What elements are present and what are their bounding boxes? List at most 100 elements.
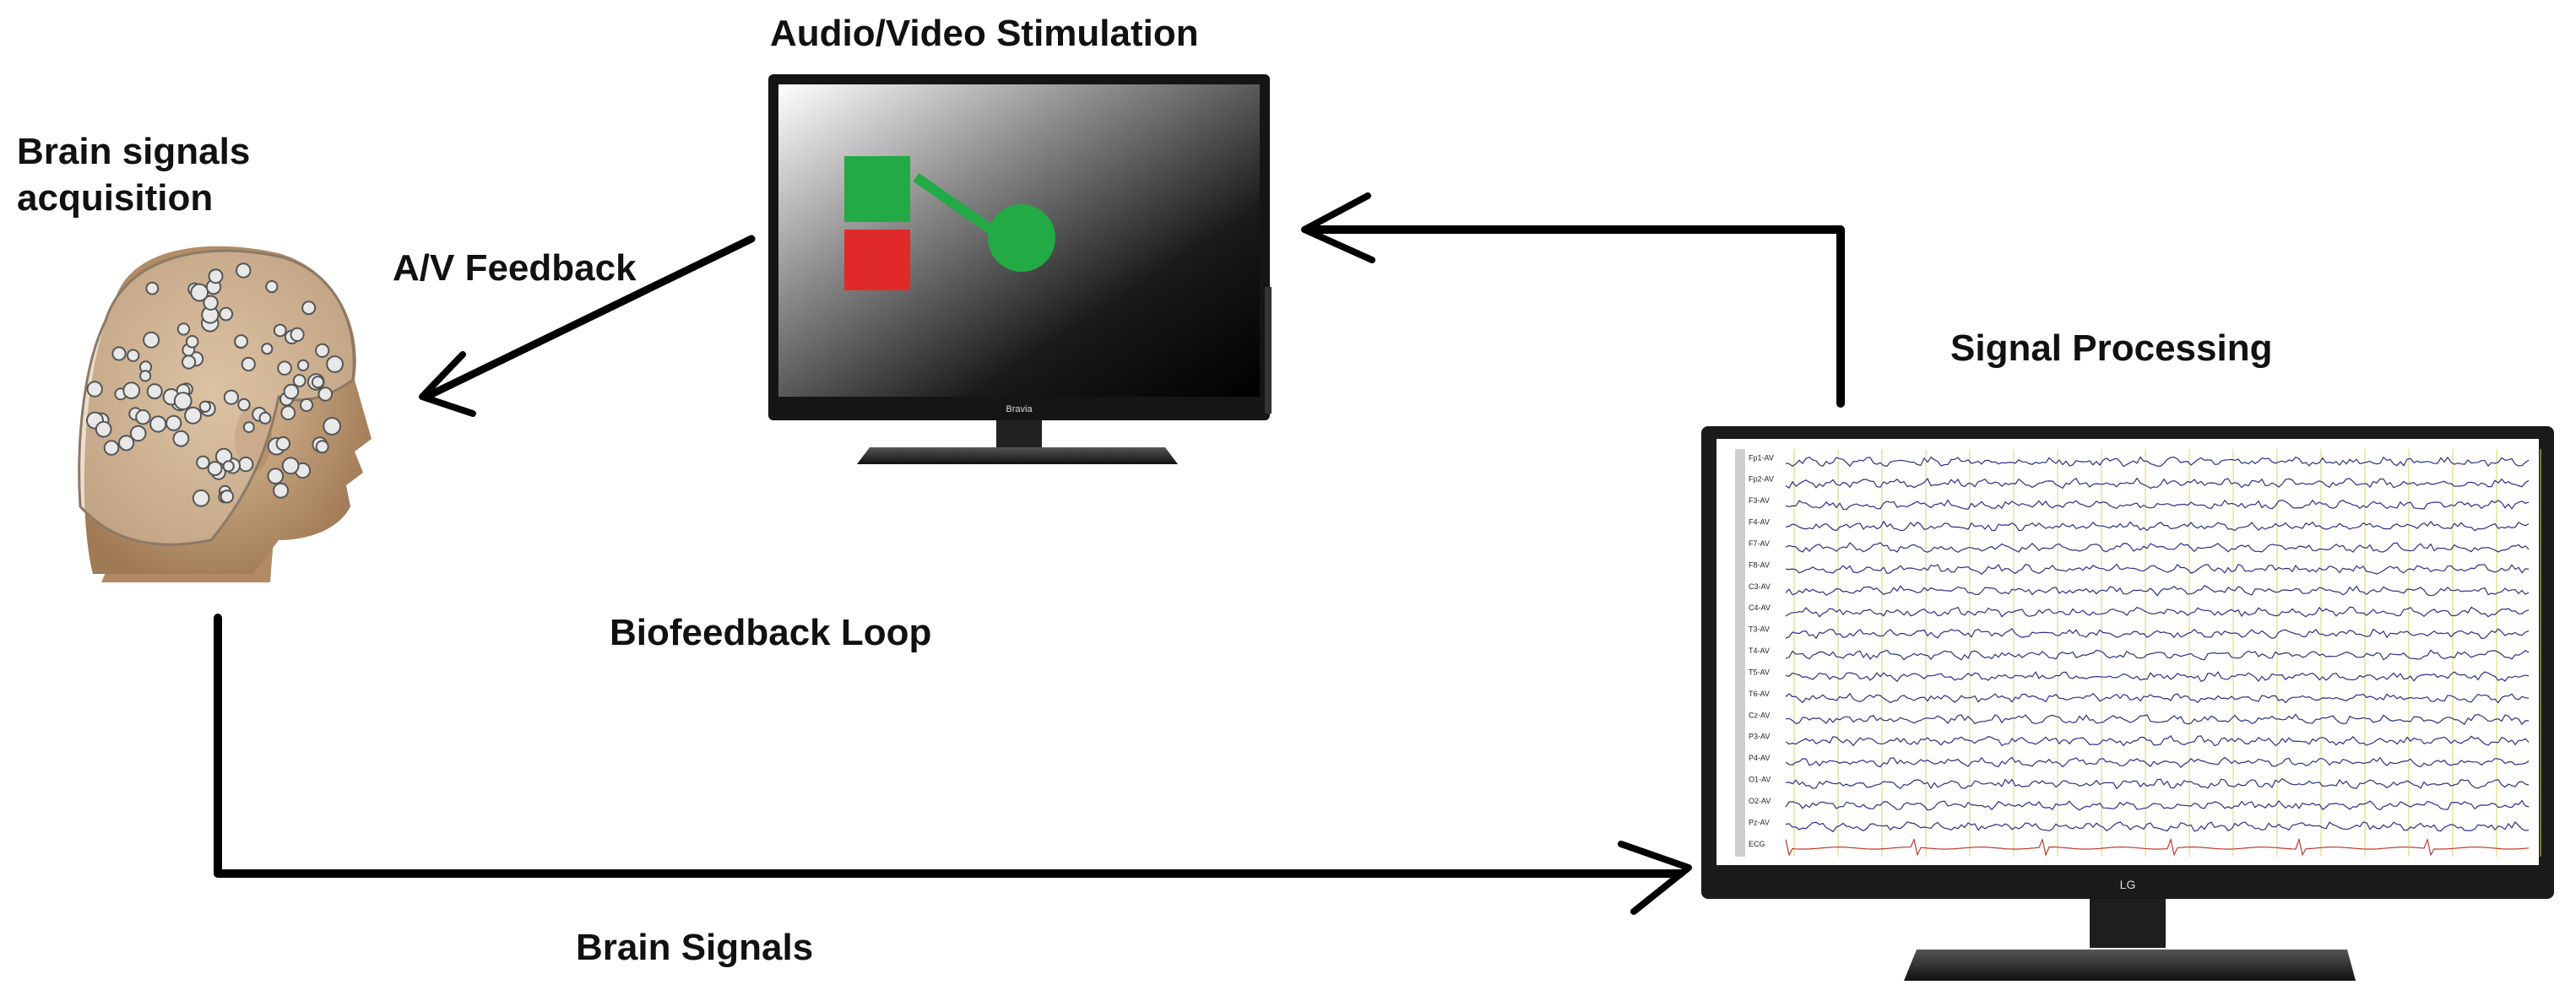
eeg-trace xyxy=(1785,649,2530,661)
electrode xyxy=(326,355,344,373)
electrode xyxy=(118,435,135,452)
electrode xyxy=(261,343,274,355)
flow-arrows xyxy=(214,192,1845,915)
eeg-channel-label: O1-AV xyxy=(1749,776,1771,784)
eeg-channel-label: O2-AV xyxy=(1749,797,1771,805)
electrode xyxy=(145,281,160,295)
eeg-trace xyxy=(1785,542,2530,553)
eeg-trace xyxy=(1785,456,2530,468)
brain-signals-arrow xyxy=(214,614,1684,878)
eeg-channel-label: T3-AV xyxy=(1749,625,1770,634)
av-feedback-arrowhead xyxy=(419,351,476,417)
eeg-trace xyxy=(1785,606,2530,618)
eeg-trace xyxy=(1785,477,2530,490)
processing-to-stimulation-arrow xyxy=(1309,225,1845,408)
electrode xyxy=(315,343,330,358)
eeg-trace xyxy=(1785,777,2530,790)
eeg-channel-label: T4-AV xyxy=(1749,647,1770,655)
eeg-channel-label: F8-AV xyxy=(1749,560,1770,569)
electrode xyxy=(129,425,147,442)
signal-processing-label: Signal Processing xyxy=(1950,327,2273,369)
electrode xyxy=(237,398,251,412)
electrode xyxy=(184,406,203,425)
acquisition-label-line1: Brain signals xyxy=(17,131,251,172)
electrode xyxy=(219,306,234,322)
electrode xyxy=(196,455,210,470)
electrode xyxy=(146,383,163,400)
electrode xyxy=(190,283,209,302)
electrode xyxy=(192,489,210,507)
electrode xyxy=(222,460,235,473)
eeg-cap-head-illustration xyxy=(78,246,371,582)
eeg-trace xyxy=(1785,837,2530,857)
eeg-trace xyxy=(1785,627,2530,640)
eeg-trace xyxy=(1785,735,2530,747)
electrode xyxy=(297,359,310,371)
electrode xyxy=(95,420,112,438)
eeg-channel-label: Pz-AV xyxy=(1749,818,1770,826)
electrode xyxy=(223,389,239,405)
electrode xyxy=(173,392,193,411)
electrode xyxy=(315,440,329,454)
eeg-channel-label: Cz-AV xyxy=(1749,711,1770,719)
electrode xyxy=(207,461,223,477)
electrode xyxy=(258,411,272,425)
stimulus-red-square xyxy=(844,230,910,290)
eeg-trace xyxy=(1785,520,2530,532)
tv-stand-base xyxy=(857,447,1178,464)
electrode xyxy=(323,417,342,436)
brain-signals-label: Brain Signals xyxy=(576,927,814,968)
electrode xyxy=(208,268,224,284)
eeg-traces: Fp1-AVFp2-AVF3-AVF4-AVF7-AVF8-AVC3-AVC4-… xyxy=(1735,449,2541,857)
electrode xyxy=(139,370,152,382)
stimulus-green-square xyxy=(844,156,910,222)
electrode xyxy=(301,300,317,316)
electrode xyxy=(242,421,255,434)
stimulation-tv: Bravia xyxy=(768,74,1272,464)
electrode xyxy=(111,346,127,361)
electrode xyxy=(172,430,190,447)
eeg-trace xyxy=(1785,799,2530,811)
tv-brand-logo: Bravia xyxy=(1006,404,1033,414)
electrode xyxy=(277,360,292,376)
electrode xyxy=(267,468,285,484)
electrode xyxy=(292,374,306,387)
electrode xyxy=(165,414,182,431)
eeg-channel-label: P3-AV xyxy=(1749,733,1770,741)
eeg-channel-label: Fp2-AV xyxy=(1749,475,1774,484)
electrode xyxy=(234,334,249,349)
electrode xyxy=(198,400,212,413)
electrode xyxy=(182,354,197,370)
eeg-ruler xyxy=(1735,449,1745,857)
electrode xyxy=(236,262,252,279)
eeg-trace xyxy=(1785,692,2530,704)
eeg-channel-label: F3-AV xyxy=(1749,496,1770,505)
eeg-channel-label: Fp1-AV xyxy=(1749,453,1774,462)
av-feedback-arrow xyxy=(422,235,756,401)
stimulation-label: Audio/Video Stimulation xyxy=(770,13,1199,54)
eeg-trace xyxy=(1785,820,2530,833)
cap-electrodes xyxy=(86,262,344,507)
eeg-channel-label: C3-AV xyxy=(1749,582,1771,591)
eeg-channel-label: P4-AV xyxy=(1749,754,1770,762)
signal-processing-monitor: Fp1-AVFp2-AVF3-AVF4-AVF7-AVF8-AVC3-AVC4-… xyxy=(1701,426,2554,981)
eeg-trace xyxy=(1785,756,2530,768)
electrode xyxy=(275,436,290,452)
eeg-trace xyxy=(1785,671,2530,683)
eeg-channel-label: T6-AV xyxy=(1749,690,1770,698)
tv-neck xyxy=(996,420,1042,449)
monitor-brand-logo: LG xyxy=(2120,878,2136,891)
biofeedback-loop-label: Biofeedback Loop xyxy=(610,612,932,653)
electrode xyxy=(103,440,120,456)
electrode xyxy=(290,327,305,342)
monitor-neck xyxy=(2090,899,2166,948)
tv-side-buttons xyxy=(1265,287,1272,414)
eeg-channel-label: C4-AV xyxy=(1749,603,1771,612)
acquisition-label-line2: acquisition xyxy=(17,177,214,219)
electrode xyxy=(176,322,191,336)
electrode xyxy=(300,398,314,412)
av-feedback-label: A/V Feedback xyxy=(393,247,637,289)
acquisition-label: Brain signals acquisition xyxy=(17,128,250,221)
electrode xyxy=(149,415,167,433)
monitor-stand-base xyxy=(1904,950,2356,981)
